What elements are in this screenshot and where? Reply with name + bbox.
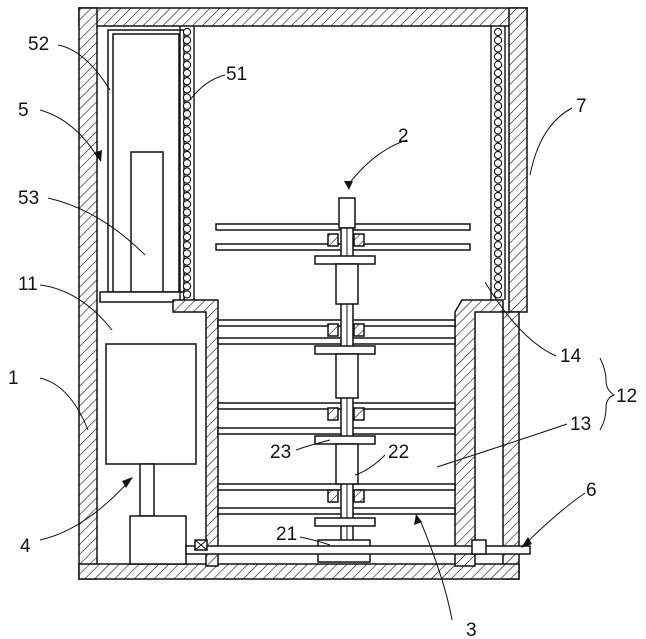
coil-turn — [183, 209, 190, 216]
coil-turn — [494, 274, 501, 281]
label-7: 7 — [576, 96, 587, 117]
coil-turn — [494, 176, 501, 183]
motor-drive-unit — [106, 344, 196, 564]
coil-turn — [183, 94, 190, 101]
coil-turn — [494, 127, 501, 134]
coil-turn — [494, 184, 501, 191]
label-52: 52 — [28, 34, 49, 55]
coil-turn — [494, 266, 501, 273]
label-6: 6 — [586, 480, 597, 501]
coil-turn — [494, 94, 501, 101]
coil-turn — [183, 53, 190, 60]
coil-turn — [183, 143, 190, 150]
coil-turn — [494, 61, 501, 68]
coil-turn — [494, 151, 501, 158]
heating-coil-right — [491, 26, 505, 300]
coil-turn — [494, 283, 501, 290]
coil-turn — [183, 61, 190, 68]
coil-turn — [494, 201, 501, 208]
coil-turn — [494, 143, 501, 150]
label-11: 11 — [18, 274, 38, 295]
coil-turn — [183, 45, 190, 52]
coil-turn — [183, 28, 190, 35]
label-14: 14 — [560, 346, 582, 367]
coil-turn — [494, 86, 501, 93]
coil-turn — [183, 151, 190, 158]
coil-turn — [183, 184, 190, 191]
coil-turn — [494, 78, 501, 85]
label-12: 12 — [616, 386, 637, 407]
coil-turn — [494, 250, 501, 257]
coil-turn — [494, 110, 501, 117]
coil-turn — [183, 78, 190, 85]
coil-turn — [183, 250, 190, 257]
coil-turn — [494, 69, 501, 76]
coil-turn — [183, 168, 190, 175]
coil-turn — [494, 135, 501, 142]
coil-turn — [183, 217, 190, 224]
label-22: 22 — [388, 442, 409, 463]
coil-turn — [183, 274, 190, 281]
label-2: 2 — [398, 126, 409, 147]
label-53: 53 — [18, 188, 39, 209]
label-1: 1 — [8, 368, 19, 389]
coil-turn — [183, 176, 190, 183]
coil-turn — [183, 201, 190, 208]
coil-turn — [183, 69, 190, 76]
coil-turn — [183, 192, 190, 199]
lifting-cylinder-assembly — [100, 30, 184, 302]
coil-turn — [494, 53, 501, 60]
label-51: 51 — [226, 64, 247, 85]
coil-turn — [183, 225, 190, 232]
coil-turn — [183, 160, 190, 167]
label-21: 21 — [276, 524, 297, 545]
coil-turn — [183, 233, 190, 240]
coil-turn — [494, 102, 501, 109]
coil-turn — [494, 258, 501, 265]
coil-turn — [494, 37, 501, 44]
coil-turn — [183, 37, 190, 44]
label-23: 23 — [270, 442, 291, 463]
coil-turn — [183, 242, 190, 249]
coil-turn — [494, 209, 501, 216]
coil-turn — [494, 45, 501, 52]
coil-turn — [494, 291, 501, 298]
label-4: 4 — [20, 536, 31, 557]
coil-turn — [183, 110, 190, 117]
coil-turn — [183, 291, 190, 298]
coil-turn — [183, 102, 190, 109]
coil-turn — [494, 217, 501, 224]
label-3: 3 — [466, 620, 477, 639]
coil-turn — [183, 127, 190, 134]
coil-turn — [183, 119, 190, 126]
label-13: 13 — [570, 414, 591, 435]
coil-turn — [183, 135, 190, 142]
coil-turn — [183, 86, 190, 93]
coil-turn — [183, 266, 190, 273]
coil-turn — [494, 160, 501, 167]
coil-turn — [183, 258, 190, 265]
label-5: 5 — [18, 100, 29, 121]
coil-turn — [494, 225, 501, 232]
coil-turn — [494, 242, 501, 249]
coil-turn — [494, 192, 501, 199]
coil-turn — [494, 168, 501, 175]
coil-turn — [494, 28, 501, 35]
coil-turn — [494, 119, 501, 126]
coil-turn — [494, 233, 501, 240]
coil-turn — [183, 283, 190, 290]
